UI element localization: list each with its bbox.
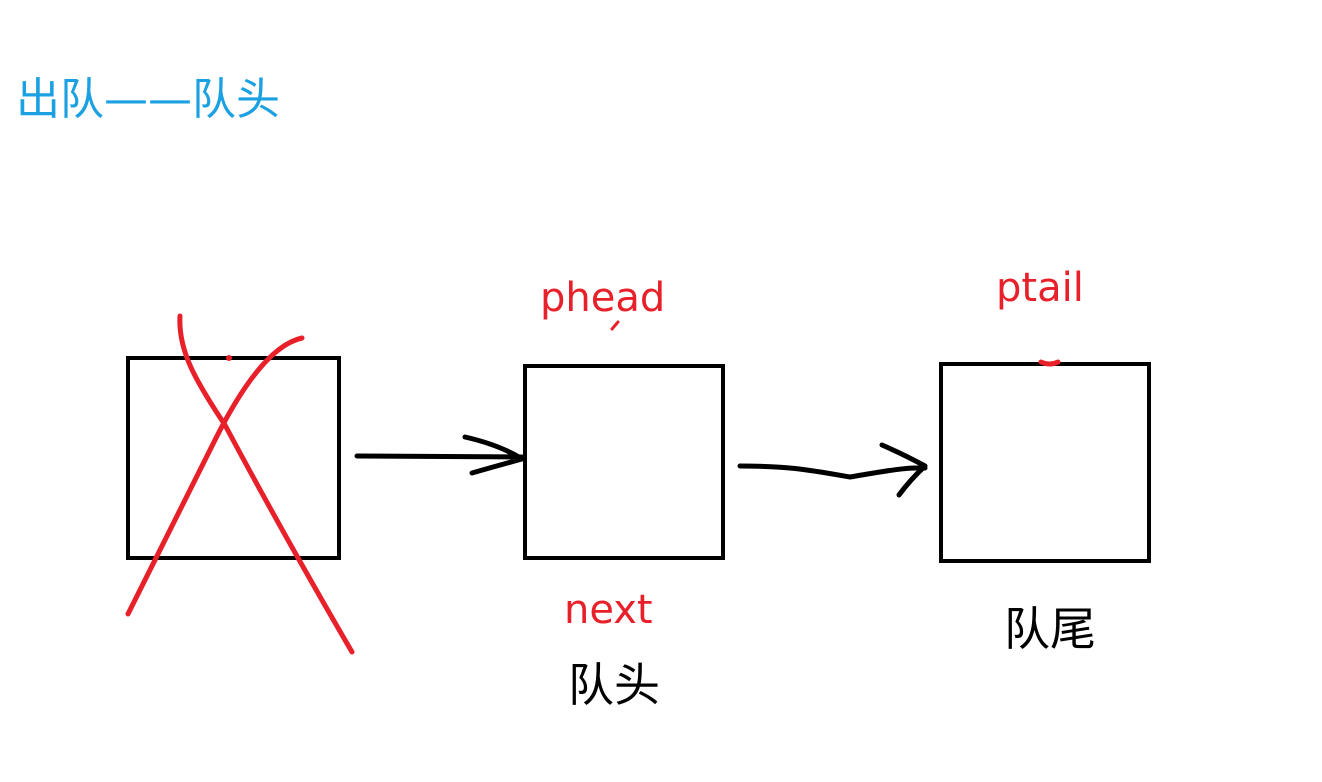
cross-stroke-1 — [177, 313, 355, 655]
node-box-head — [523, 364, 725, 560]
phead-label: phead — [540, 275, 666, 321]
pointer-mark-ptail — [1038, 359, 1061, 367]
diagram-title: 出队——队头 — [16, 74, 280, 125]
node-box-dequeued — [126, 356, 341, 560]
next-label: next — [564, 587, 653, 633]
pointer-mark-node1 — [226, 355, 232, 361]
arrow-node2-to-node3 — [737, 442, 928, 498]
ptail-label: ptail — [996, 265, 1084, 311]
queue-tail-label: 队尾 — [1004, 602, 1096, 656]
pointer-mark-phead — [610, 320, 620, 331]
cross-stroke-2 — [125, 335, 305, 617]
node-box-tail — [939, 362, 1151, 563]
queue-head-label: 队头 — [568, 658, 660, 712]
arrow-node1-to-node2 — [354, 434, 525, 476]
